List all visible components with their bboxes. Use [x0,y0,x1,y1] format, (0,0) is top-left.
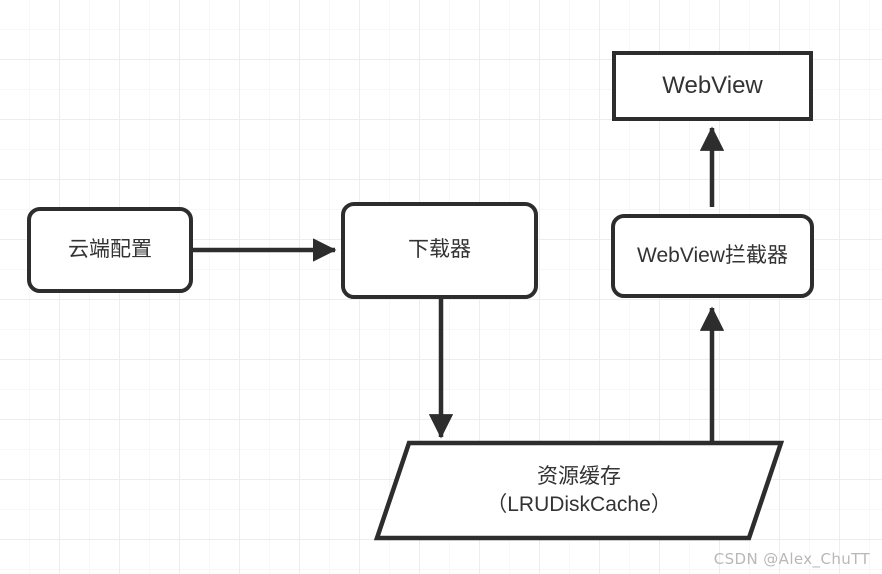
node-resource-cache-label: 资源缓存 （LRUDiskCache） [486,465,672,516]
node-downloader[interactable]: 下载器 [341,202,538,299]
node-cloud-config[interactable]: 云端配置 [27,207,193,293]
node-downloader-label: 下载器 [408,238,471,262]
node-webview[interactable]: WebView [612,51,813,121]
watermark: CSDN @Alex_ChuTT [713,550,870,568]
node-webview-label: WebView [662,72,763,99]
parallelogram-shape [374,440,784,541]
node-webview-interceptor[interactable]: WebView拦截器 [611,214,814,298]
node-resource-cache[interactable]: 资源缓存 （LRUDiskCache） [374,440,784,541]
node-cloud-config-label: 云端配置 [68,237,152,261]
node-webview-interceptor-label: WebView拦截器 [637,243,788,267]
